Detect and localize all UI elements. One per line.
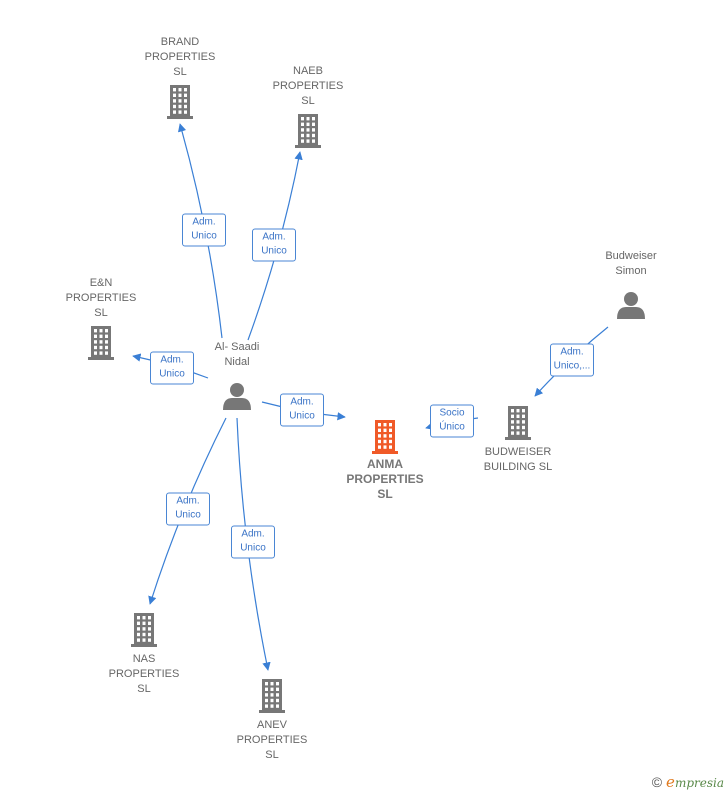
edge-label-alsaadi-to-anma[interactable]: Adm. Unico [280, 393, 324, 427]
node-label-en[interactable]: E&N PROPERTIES SL [65, 277, 137, 319]
node-label-nas[interactable]: NAS PROPERTIES SL [108, 653, 180, 695]
edge-label-budweiser_building-to-anma[interactable]: Socio Único [430, 404, 474, 438]
footer-brand[interactable]: © empresia [652, 773, 724, 791]
edge-label-alsaadi-to-en[interactable]: Adm. Unico [150, 351, 194, 385]
building-icon-naeb[interactable] [295, 114, 321, 148]
edge-label-alsaadi-to-brand[interactable]: Adm. Unico [182, 213, 226, 247]
focus-building-icon-anma[interactable] [372, 420, 398, 454]
node-label-brand[interactable]: BRAND PROPERTIES SL [144, 36, 216, 78]
edge-label-budweiser_simon-to-budweiser_building[interactable]: Adm. Unico,... [550, 343, 594, 377]
building-icon-budweiser_building[interactable] [505, 406, 531, 440]
building-icon-brand[interactable] [167, 85, 193, 119]
edge-label-alsaadi-to-anev[interactable]: Adm. Unico [231, 525, 275, 559]
person-icon-alsaadi[interactable] [223, 383, 251, 410]
node-label-alsaadi[interactable]: Al- Saadi Nidal [214, 341, 260, 368]
node-label-naeb[interactable]: NAEB PROPERTIES SL [272, 65, 344, 107]
edge-label-alsaadi-to-naeb[interactable]: Adm. Unico [252, 228, 296, 262]
person-icon-budweiser_simon[interactable] [617, 292, 645, 319]
empresia-logo: empresia [666, 773, 724, 791]
node-label-anma[interactable]: ANMA PROPERTIES SL [346, 457, 424, 501]
edge-label-alsaadi-to-nas[interactable]: Adm. Unico [166, 492, 210, 526]
building-icon-anev[interactable] [259, 679, 285, 713]
node-label-anev[interactable]: ANEV PROPERTIES SL [236, 719, 308, 761]
node-label-budweiser_simon[interactable]: Budweiser Simon [605, 250, 657, 277]
node-label-budweiser_building[interactable]: BUDWEISER BUILDING SL [483, 446, 553, 473]
building-icon-nas[interactable] [131, 613, 157, 647]
building-icon-en[interactable] [88, 326, 114, 360]
copyright-icon: © [651, 774, 663, 790]
